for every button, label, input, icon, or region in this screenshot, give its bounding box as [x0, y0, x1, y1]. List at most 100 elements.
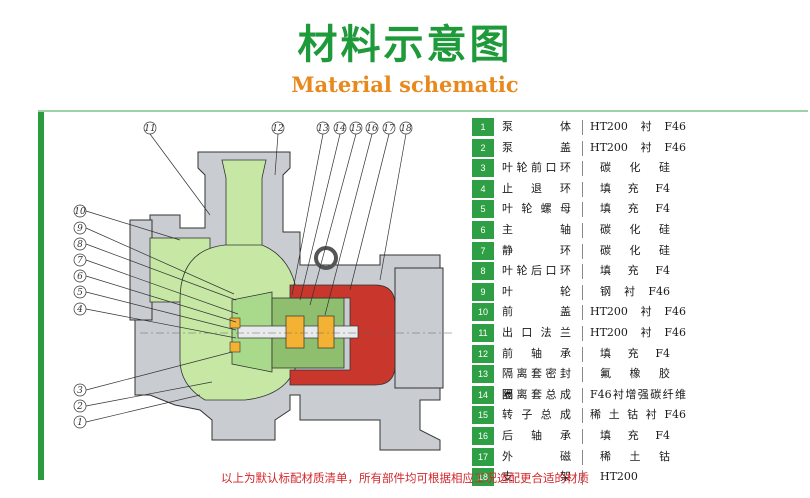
parts-row: 2 泵盖 HT200衬F46 [472, 138, 702, 159]
part-material: 钢衬F46 [600, 284, 670, 298]
lifting-eye [314, 246, 338, 270]
column-divider [582, 408, 583, 424]
callout-label: 10 [74, 207, 86, 217]
part-name: 外磁 [502, 449, 572, 463]
parts-row: 4 止退环 填充F4 [472, 179, 702, 200]
callout-label: 14 [334, 124, 346, 134]
callout-markers: 1 2 3 4 5 6 7 8 9 10 11 12 13 14 15 16 1… [73, 121, 413, 429]
column-divider [582, 264, 583, 280]
part-material: 填充F4 [600, 202, 670, 216]
callout-label: 4 [76, 305, 83, 315]
column-divider [582, 243, 583, 259]
part-name: 前盖 [502, 305, 572, 319]
parts-row: 8 叶轮后口环 填充F4 [472, 261, 702, 282]
callout-label: 15 [350, 124, 362, 134]
parts-row: 12 前轴承 填充F4 [472, 344, 702, 365]
parts-row: 7 静环 碳化硅 [472, 241, 702, 262]
left-accent-bar [38, 110, 44, 480]
column-divider [582, 305, 583, 321]
parts-row: 3 叶轮前口环 碳化硅 [472, 158, 702, 179]
part-material: 填充F4 [600, 428, 670, 442]
callout-label: 8 [77, 240, 83, 250]
part-name: 静环 [502, 243, 572, 257]
page-title: 材料示意图 [297, 22, 513, 68]
part-material: HT200 [600, 470, 638, 484]
callout-label: 6 [77, 272, 83, 282]
column-divider [582, 181, 583, 197]
callout-label: 11 [144, 124, 155, 134]
part-number: 10 [472, 303, 494, 322]
part-material: 填充F4 [600, 346, 670, 360]
top-divider [38, 110, 808, 112]
part-number: 6 [472, 220, 494, 239]
part-material: 填充F4 [600, 264, 670, 278]
callout-label: 7 [77, 256, 83, 266]
part-number: 3 [472, 159, 494, 178]
callout-label: 2 [76, 402, 83, 412]
callout-leaders [85, 133, 407, 423]
part-material: 碳化硅 [600, 161, 670, 175]
column-divider [582, 325, 583, 341]
part-name: 隔离套密封圈 [502, 367, 572, 401]
part-name: 出口法兰 [502, 325, 572, 339]
part-number: 5 [472, 200, 494, 219]
part-name: 泵体 [502, 120, 572, 133]
part-number: 15 [472, 406, 494, 425]
part-name: 后轴承 [502, 428, 572, 442]
callout-label: 18 [400, 124, 412, 134]
impeller-ring-front [229, 317, 241, 329]
part-number: 11 [472, 323, 494, 342]
part-name: 主轴 [502, 222, 572, 236]
part-number: 17 [472, 447, 494, 466]
callout-label: 16 [366, 124, 378, 134]
part-number: 13 [472, 365, 494, 384]
column-divider [582, 470, 583, 486]
parts-row: 16 后轴承 填充F4 [472, 426, 702, 447]
part-name: 隔离套总成 [502, 387, 572, 401]
column-divider [582, 161, 583, 177]
part-number: 7 [472, 241, 494, 260]
column-divider [582, 346, 583, 362]
bracket-block [394, 267, 444, 389]
part-name: 叶轮后口环 [502, 264, 572, 278]
parts-row: 13 隔离套密封圈 氟橡胶 [472, 364, 702, 401]
front-bearing [285, 315, 305, 349]
callout-label: 3 [77, 386, 83, 396]
part-material: HT200衬F46 [590, 140, 686, 154]
callout-label: 17 [383, 124, 395, 134]
part-name: 泵盖 [502, 140, 572, 154]
part-number: 1 [472, 118, 494, 136]
parts-row: 18 支架 HT200 [472, 467, 702, 488]
part-material: F46衬增强碳纤维 [590, 387, 686, 401]
part-name: 止退环 [502, 181, 572, 195]
parts-row: 1 泵体 HT200衬F46 [472, 117, 702, 138]
impeller-ring-rear [229, 341, 241, 353]
parts-row: 17 外磁 稀土钴 [472, 447, 702, 468]
part-number: 8 [472, 262, 494, 281]
part-name: 支架 [502, 470, 572, 484]
parts-row: 11 出口法兰 HT200衬F46 [472, 323, 702, 344]
parts-row: 6 主轴 碳化硅 [472, 220, 702, 241]
part-material: 稀土钴衬F46 [590, 408, 686, 422]
parts-list: 1 泵体 HT200衬F46 2 泵盖 HT200衬F46 3 叶轮前口环 碳化… [472, 117, 702, 488]
part-material: 氟橡胶 [600, 367, 670, 381]
page-subtitle: Material schematic [291, 72, 519, 97]
part-number: 16 [472, 426, 494, 445]
callout-label: 13 [317, 124, 329, 134]
inlet-flange [129, 219, 153, 321]
column-divider [582, 120, 583, 135]
footnote: 以上为默认标配材质清单，所有部件均可根据相应工况选配更合适的材质 [221, 471, 589, 485]
column-divider [582, 367, 583, 383]
callout-label: 1 [77, 418, 83, 428]
part-number: 12 [472, 344, 494, 363]
column-divider [582, 387, 583, 403]
part-name: 前轴承 [502, 346, 572, 360]
callout-label: 9 [77, 224, 83, 234]
rear-bearing [317, 315, 335, 349]
callout-label: 5 [77, 288, 83, 298]
parts-row: 15 转子总成 稀土钴衬F46 [472, 405, 702, 426]
part-material: 碳化硅 [600, 243, 670, 257]
column-divider [582, 284, 583, 300]
parts-row: 10 前盖 HT200衬F46 [472, 302, 702, 323]
